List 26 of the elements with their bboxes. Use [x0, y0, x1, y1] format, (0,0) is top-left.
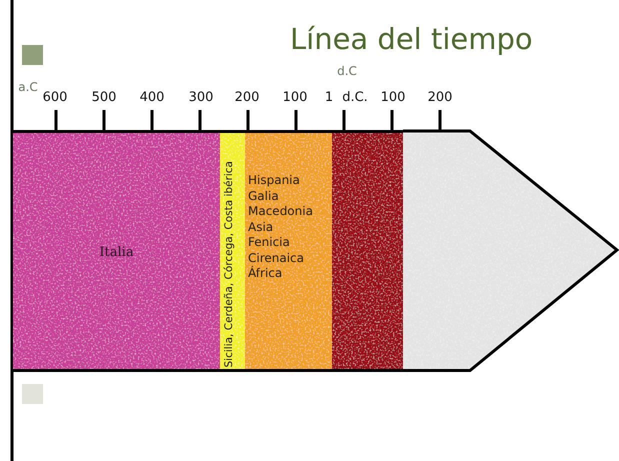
- region-label: Galia: [248, 188, 280, 204]
- axis-tick-label: d.C.: [342, 90, 368, 105]
- region-label: Cirenaica: [248, 250, 306, 266]
- region-label: Asia: [248, 220, 274, 235]
- axis-tick-label: 100: [282, 90, 308, 105]
- axis-tick-label: 200: [428, 90, 452, 105]
- timeline-band: [13, 130, 220, 372]
- region-label: África: [248, 266, 284, 282]
- timeline-band: [332, 130, 403, 372]
- region-label: Sicilia, Cerdeña, Córcega, Costa ibérica: [223, 160, 235, 367]
- timeline-band: [220, 130, 245, 372]
- timeline-band: [245, 130, 332, 372]
- axis-tick-label: 200: [234, 90, 260, 105]
- title: Línea del tiempo: [290, 22, 533, 56]
- axis-tick-label: 100: [380, 90, 406, 105]
- axis-tick-label: 600: [42, 90, 68, 105]
- region-label: Hispania: [248, 173, 301, 188]
- era-label: a.C: [18, 80, 38, 94]
- region-label: Fenicia: [248, 235, 291, 250]
- axis-tick-label: 500: [92, 90, 116, 105]
- arrow-head-band: [403, 130, 619, 372]
- axis-tick-label: 1: [324, 90, 334, 105]
- axis-tick-label: 300: [188, 90, 214, 105]
- axis-tick-label: 400: [140, 90, 164, 105]
- region-label: Italia: [98, 245, 135, 260]
- era-label: d.C: [337, 64, 357, 78]
